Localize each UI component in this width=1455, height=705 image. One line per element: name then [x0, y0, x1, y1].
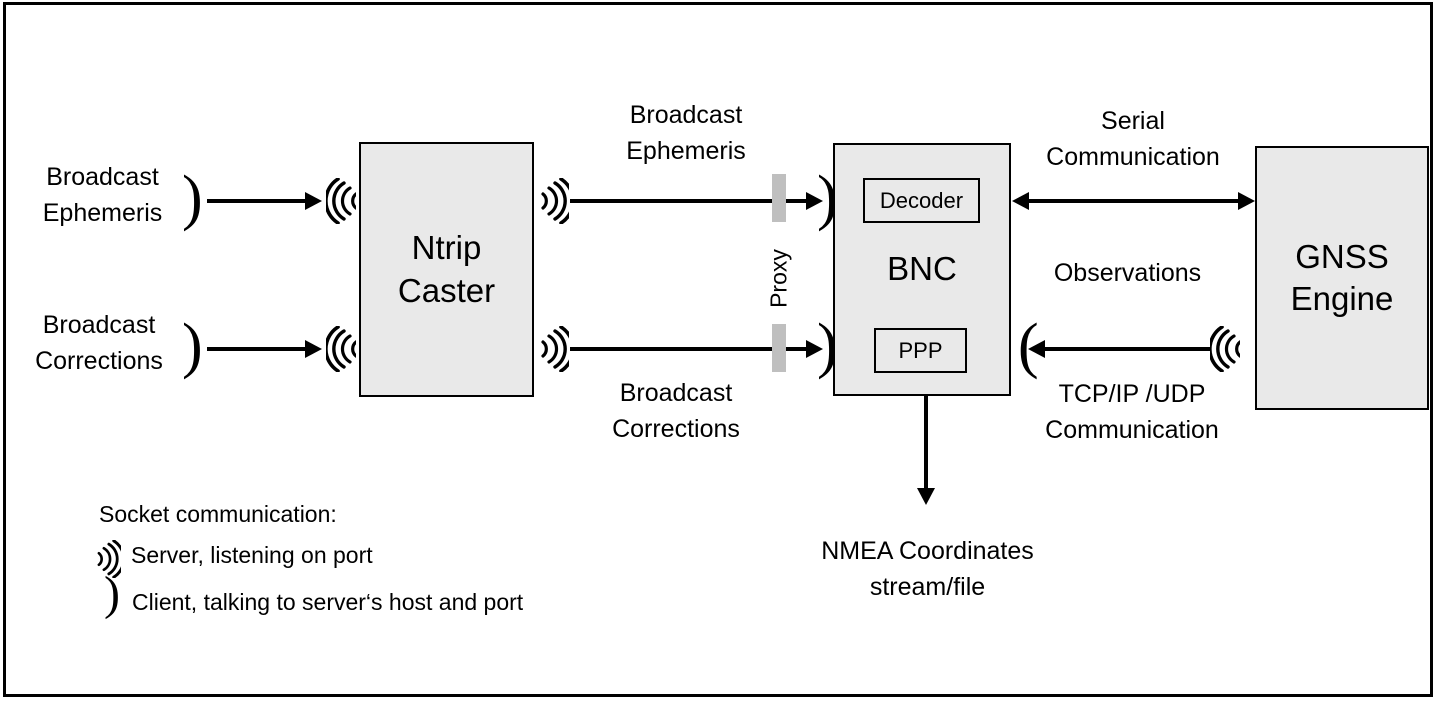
server-wave-icon-gnss-out: [1208, 325, 1242, 377]
arrow-head-corrections-in: [305, 340, 322, 358]
node-ntrip-caster-label: Ntrip Caster: [397, 229, 496, 309]
arrow-head-ephemeris-in: [305, 192, 322, 210]
node-ntrip-caster[interactable]: Ntrip Caster: [359, 142, 534, 397]
proxy-bar-bottom: [772, 324, 786, 372]
arrow-head-observations: [1028, 340, 1045, 358]
arrow-head-caster-bnc-bottom: [806, 340, 823, 358]
module-ppp-label: PPP: [898, 337, 943, 363]
label-broadcast-corrections-input: Broadcast Corrections: [35, 311, 163, 375]
label-serial-communication: Serial Communication: [1046, 107, 1220, 171]
server-wave-icon-caster-out-top: [539, 177, 575, 229]
proxy-bar-top: [772, 174, 786, 222]
arrow-head-serial-left: [1012, 192, 1029, 210]
arrow-line-observations: [1042, 347, 1210, 351]
client-paren-icon-bnc-in-bottom: ): [817, 312, 838, 380]
client-paren-icon-ephemeris-in: ): [182, 164, 203, 232]
server-wave-icon-caster-in-top: [324, 177, 358, 229]
arrow-line-caster-bnc-bottom: [570, 347, 813, 351]
arrow-line-caster-bnc-top: [570, 199, 813, 203]
client-paren-icon-bnc-in-top: ): [817, 164, 838, 232]
label-tcpip-communication: TCP/IP /UDP Communication: [1045, 380, 1219, 444]
arrow-head-serial-right: [1238, 192, 1255, 210]
legend-title: Socket communication:: [99, 501, 337, 527]
legend-item-client-label: Client, talking to server‘s host and por…: [132, 589, 524, 615]
node-gnss-engine[interactable]: GNSS Engine: [1255, 146, 1429, 410]
module-decoder-label: Decoder: [879, 187, 964, 213]
node-gnss-engine-label: GNSS Engine: [1290, 237, 1394, 317]
client-paren-icon-corrections-in: ): [182, 312, 203, 380]
arrow-head-caster-bnc-top: [806, 192, 823, 210]
arrow-line-ephemeris-in: [207, 199, 307, 203]
legend-item-server-label: Server, listening on port: [131, 542, 373, 568]
label-nmea-output: NMEA Coordinates stream/file: [821, 537, 1034, 601]
label-observations: Observations: [1053, 259, 1202, 287]
module-ppp[interactable]: PPP: [874, 328, 967, 373]
client-paren-icon-legend: ): [104, 567, 120, 620]
node-bnc-label: BNC: [887, 250, 957, 288]
label-proxy: Proxy: [765, 249, 792, 308]
arrow-line-corrections-in: [207, 347, 307, 351]
arrow-head-nmea-output: [917, 488, 935, 505]
server-wave-icon-caster-out-bottom: [539, 325, 575, 377]
arrow-line-serial: [1027, 199, 1242, 203]
label-broadcast-ephemeris-mid: Broadcast Ephemeris: [626, 101, 746, 165]
module-decoder[interactable]: Decoder: [863, 178, 980, 223]
label-broadcast-ephemeris-input: Broadcast Ephemeris: [42, 163, 163, 227]
server-wave-icon-caster-in-bottom: [324, 325, 358, 377]
label-broadcast-corrections-mid: Broadcast Corrections: [612, 379, 740, 443]
arrow-line-nmea-output: [924, 396, 928, 494]
